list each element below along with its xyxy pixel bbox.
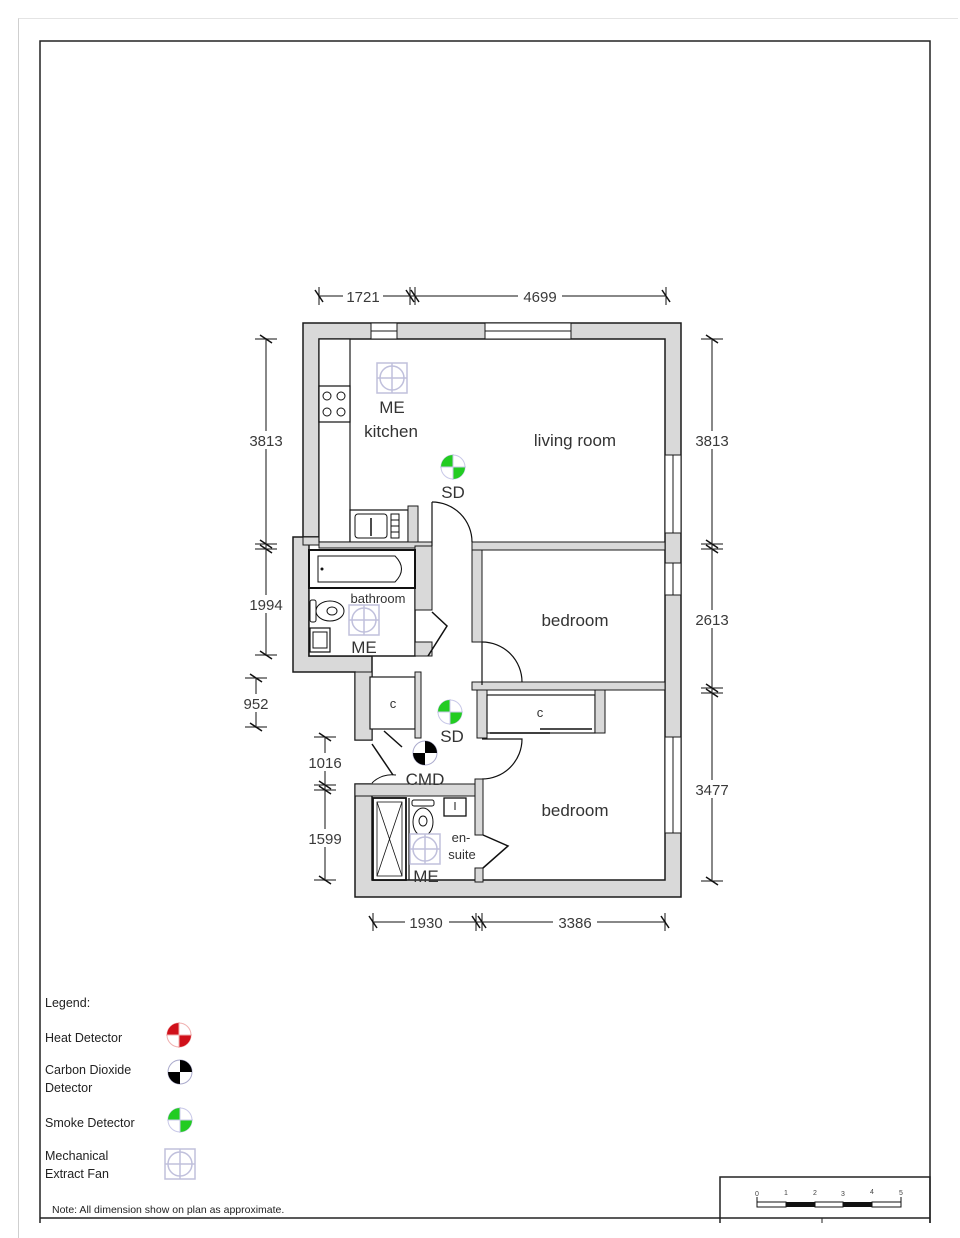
page-frame [18, 18, 958, 1238]
bathtub-icon [308, 549, 416, 589]
carbon-dioxide-detector-icon [167, 1059, 193, 1085]
title-block-scale-box [719, 1176, 931, 1223]
smoke-detector-icon [439, 453, 467, 481]
dim-left-bathroom: 1994 [249, 597, 282, 614]
ensuite-toilet-icon [411, 799, 435, 837]
dim-top-left: 1721 [346, 289, 379, 306]
bedroom-2-door [481, 738, 523, 780]
kitchen-fan-label: ME [379, 398, 405, 417]
interior-wall [476, 689, 488, 739]
hall-smoke-label: SD [440, 727, 464, 746]
smoke-detector-icon [166, 1106, 194, 1134]
dimension-labels: 1721 4699 3813 1994 952 1016 1599 3813 2… [240, 286, 732, 932]
room-label-cupboard-1: c [390, 696, 397, 711]
interior-wall [594, 689, 606, 734]
interior-wall [474, 867, 484, 883]
dim-right-bedroom-1: 2613 [695, 612, 728, 629]
dim-right-living: 3813 [695, 433, 728, 450]
room-label-bathroom: bathroom [351, 591, 406, 606]
dim-bottom-right: 3386 [558, 915, 591, 932]
legend-label-heat: Heat Detector [45, 1031, 122, 1045]
extract-fan-icon [348, 604, 380, 636]
bathroom-fan-label: ME [351, 638, 377, 657]
kitchen-sink-icon [349, 509, 409, 543]
legend-label-co-1: Carbon Dioxide [45, 1063, 131, 1077]
legend-title: Legend: [45, 996, 90, 1010]
dim-bottom-left: 1930 [409, 915, 442, 932]
smoke-detector-icon [436, 698, 464, 726]
ensuite-fan-label: ME [413, 867, 439, 886]
interior-wall [474, 778, 484, 836]
room-label-living-room: living room [534, 431, 616, 450]
carbon-dioxide-detector-icon [412, 740, 438, 766]
scale-tick-5: 5 [899, 1190, 903, 1197]
ensuite-door [482, 834, 510, 869]
hall-co-label: CMD [406, 770, 445, 789]
approximate-dimensions-note: Note: All dimension show on plan as appr… [52, 1204, 284, 1216]
hob-icon [318, 385, 351, 423]
ensuite-basin-icon [443, 797, 467, 817]
extract-fan-icon [376, 362, 408, 394]
scale-tick-1: 1 [784, 1190, 788, 1197]
hall-door [371, 743, 394, 776]
legend-label-smoke: Smoke Detector [45, 1116, 135, 1130]
washbasin-icon [309, 627, 331, 653]
extract-fan-icon [409, 833, 441, 865]
scale-tick-3: 3 [841, 1191, 845, 1198]
scale-tick-2: 2 [813, 1190, 817, 1197]
room-label-ensuite-1: en- [452, 830, 471, 845]
interior-wall [471, 681, 666, 691]
bedroom-1-door [481, 641, 523, 683]
scale-tick-4: 4 [870, 1189, 874, 1196]
extract-fan-icon [164, 1148, 196, 1180]
legend-label-fan-1: Mechanical [45, 1149, 108, 1163]
room-label-bedroom-1: bedroom [541, 611, 608, 630]
interior-wall [414, 545, 433, 611]
cupboard-1 [369, 676, 416, 730]
heat-detector-icon [165, 1021, 193, 1049]
room-label-bedroom-2: bedroom [541, 801, 608, 820]
dim-left-hall: 1016 [308, 755, 341, 772]
interior-wall [471, 549, 483, 643]
interior-wall [407, 505, 419, 547]
dim-top-right: 4699 [523, 289, 556, 306]
legend-label-co-2: Detector [45, 1081, 92, 1095]
bathroom-door [427, 611, 448, 657]
legend-label-fan-2: Extract Fan [45, 1167, 109, 1181]
living-room-door [431, 501, 473, 543]
kitchen-smoke-label: SD [441, 483, 465, 502]
shower-icon [372, 797, 407, 881]
drawing-border [39, 40, 931, 1223]
kitchen-counter [318, 338, 351, 543]
room-label-ensuite-2: suite [448, 847, 475, 862]
legend: Legend: Heat Detector Carbon Dioxide Det… [45, 996, 284, 1216]
floor-plan: ME kitchen living room SD bathroom ME be… [292, 322, 682, 898]
scale-bar: 0 1 2 3 4 5 [755, 1189, 903, 1208]
interior-wall [414, 671, 422, 739]
dim-left-kitchen: 3813 [249, 433, 282, 450]
dim-right-bedroom-2: 3477 [695, 782, 728, 799]
interior-wall [471, 541, 666, 551]
toilet-icon [309, 599, 345, 623]
room-label-kitchen: kitchen [364, 422, 418, 441]
dim-left-cupboard: 952 [243, 696, 268, 713]
dim-left-ensuite: 1599 [308, 831, 341, 848]
room-label-cupboard-2: c [537, 705, 544, 720]
interior-wall [302, 536, 320, 546]
cupboard-1-door [383, 730, 403, 748]
scale-tick-0: 0 [755, 1191, 759, 1198]
